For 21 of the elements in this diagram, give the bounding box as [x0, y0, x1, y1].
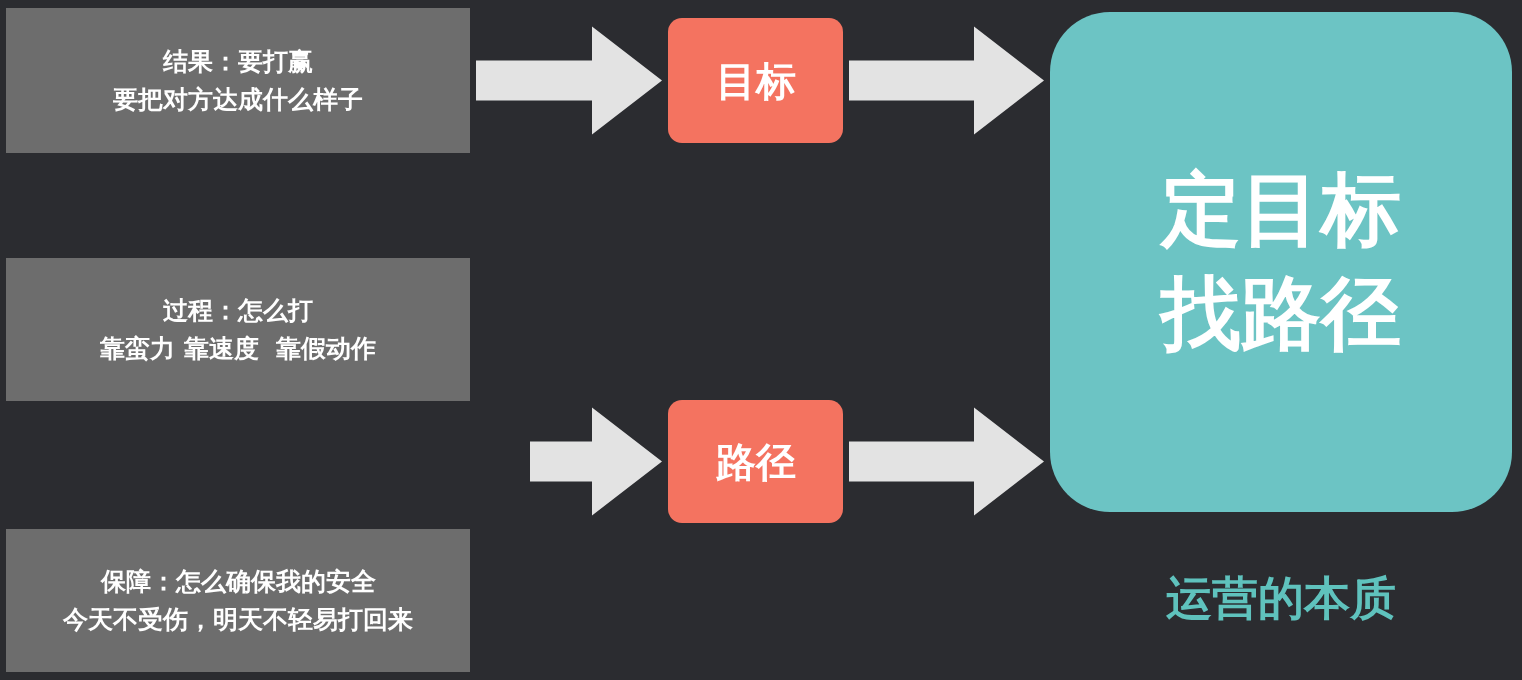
- node-text: 靠蛮力 靠速度 靠假动作: [99, 332, 377, 365]
- block-arrow: [849, 26, 1044, 135]
- node-text: 结果：要打赢: [163, 45, 313, 78]
- node-text: 目标: [715, 56, 796, 106]
- summary-box: [1050, 12, 1512, 512]
- node-text: 定目标: [1161, 162, 1401, 258]
- node-label: 运营的本质: [1165, 570, 1397, 627]
- step-box: [668, 18, 843, 143]
- node-text: 路径: [715, 437, 796, 487]
- node-text: 今天不受伤，明天不轻易打回来: [63, 603, 413, 636]
- block-arrow: [476, 26, 662, 135]
- node-text: 过程：怎么打: [163, 294, 313, 327]
- block-arrow: [530, 407, 662, 516]
- text-panel: [6, 8, 470, 153]
- text-panel: [6, 258, 470, 401]
- node-text: 要把对方达成什么样子: [113, 83, 363, 116]
- node-text: 保障：怎么确保我的安全: [100, 565, 376, 598]
- text-panel: [6, 529, 470, 672]
- block-arrow: [849, 407, 1044, 516]
- step-box: [668, 400, 843, 523]
- node-text: 找路径: [1161, 266, 1401, 362]
